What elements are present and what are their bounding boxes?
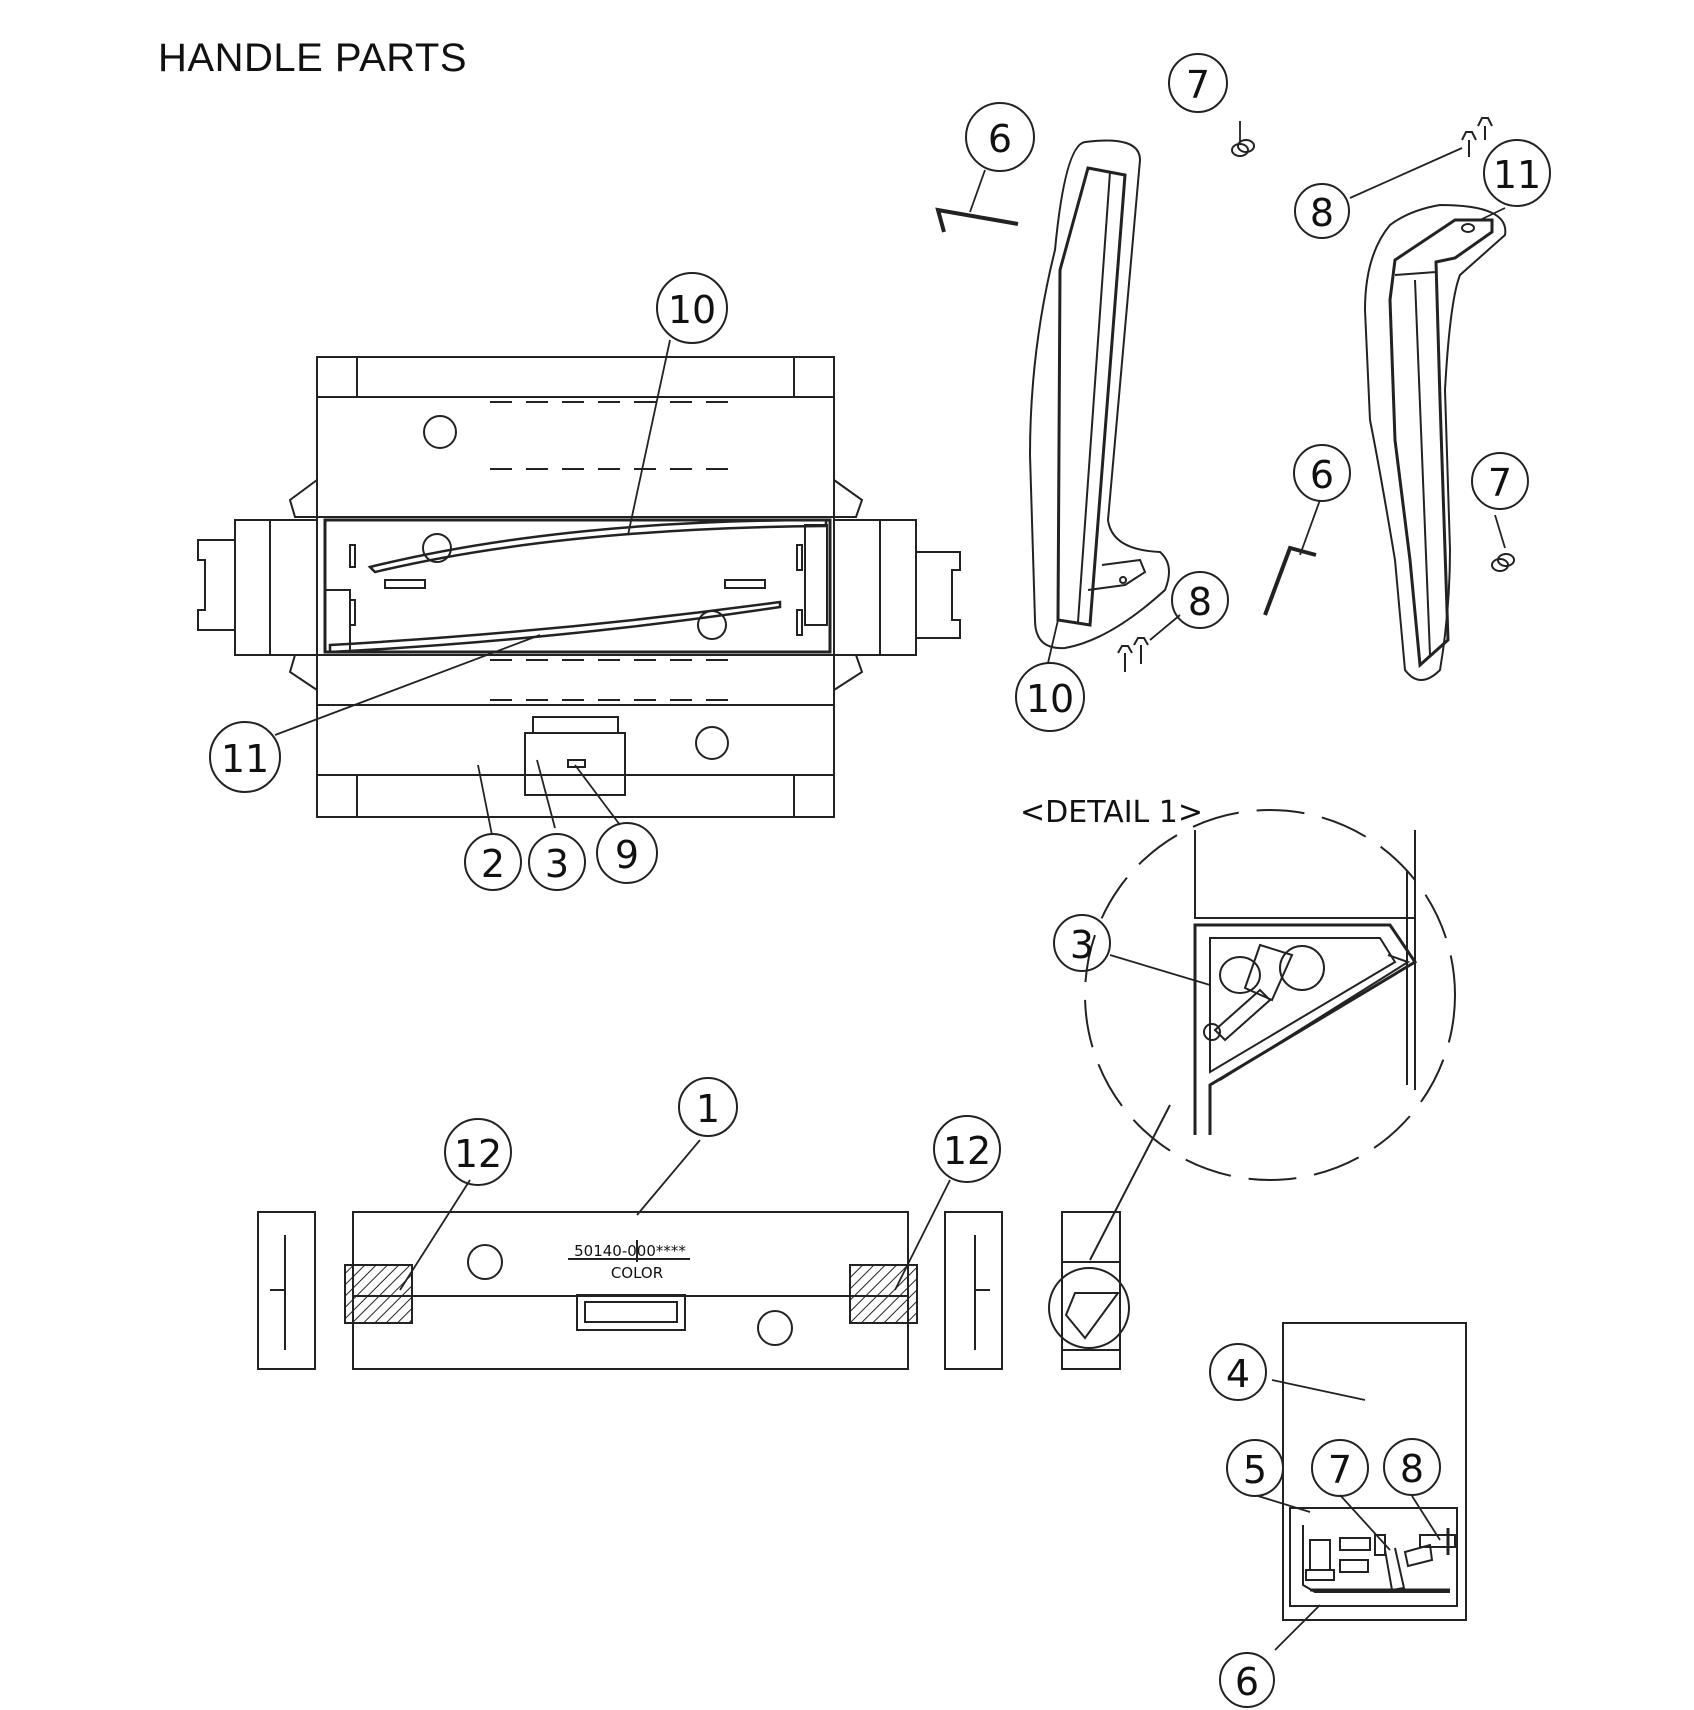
screw-a bbox=[1231, 139, 1255, 157]
carton-color-label: COLOR bbox=[611, 1264, 663, 1282]
callout-11-left: 11 bbox=[221, 737, 269, 781]
callout-8-c: 8 bbox=[1400, 1447, 1424, 1491]
hex-key-b bbox=[1263, 545, 1317, 616]
diagram-title: HANDLE PARTS bbox=[158, 36, 468, 80]
callout-6-a: 6 bbox=[988, 117, 1012, 161]
callout-6-c: 6 bbox=[1235, 1660, 1259, 1704]
callout-4: 4 bbox=[1226, 1352, 1250, 1396]
bolt-a bbox=[1461, 117, 1493, 157]
detail-1-view bbox=[1084, 809, 1456, 1181]
callout-3: 3 bbox=[545, 842, 569, 886]
handle-left bbox=[1028, 139, 1170, 650]
flat-carton bbox=[257, 1211, 1121, 1370]
hex-key-a bbox=[935, 207, 1019, 233]
callout-8-b: 8 bbox=[1188, 580, 1212, 624]
callout-6-b: 6 bbox=[1310, 453, 1334, 497]
handle-right bbox=[1363, 203, 1507, 681]
carton-part-number: 50140-000**** bbox=[574, 1242, 686, 1260]
detail-1-label: <DETAIL 1> bbox=[1020, 795, 1203, 830]
callout-7-c: 7 bbox=[1328, 1448, 1352, 1492]
callout-10-top: 10 bbox=[668, 288, 716, 332]
callout-3-detail: 3 bbox=[1070, 923, 1094, 967]
callout-10-b: 10 bbox=[1026, 677, 1074, 721]
screw-b bbox=[1491, 553, 1515, 572]
callout-5: 5 bbox=[1243, 1448, 1267, 1492]
callout-12-b: 12 bbox=[943, 1129, 991, 1173]
leader-lines bbox=[274, 121, 1506, 1651]
callout-1: 1 bbox=[696, 1087, 720, 1131]
callout-7-b: 7 bbox=[1488, 461, 1512, 505]
callout-circles bbox=[209, 53, 1551, 1708]
callout-12-a: 12 bbox=[454, 1132, 502, 1176]
callout-2: 2 bbox=[481, 842, 505, 886]
callout-9: 9 bbox=[615, 833, 639, 877]
bolt-b bbox=[1117, 637, 1149, 672]
callout-8-a: 8 bbox=[1310, 191, 1334, 235]
open-carton-box bbox=[197, 356, 961, 818]
accessory-box bbox=[1282, 1322, 1467, 1621]
callout-11-right: 11 bbox=[1493, 153, 1541, 197]
callout-7-a: 7 bbox=[1186, 63, 1210, 107]
